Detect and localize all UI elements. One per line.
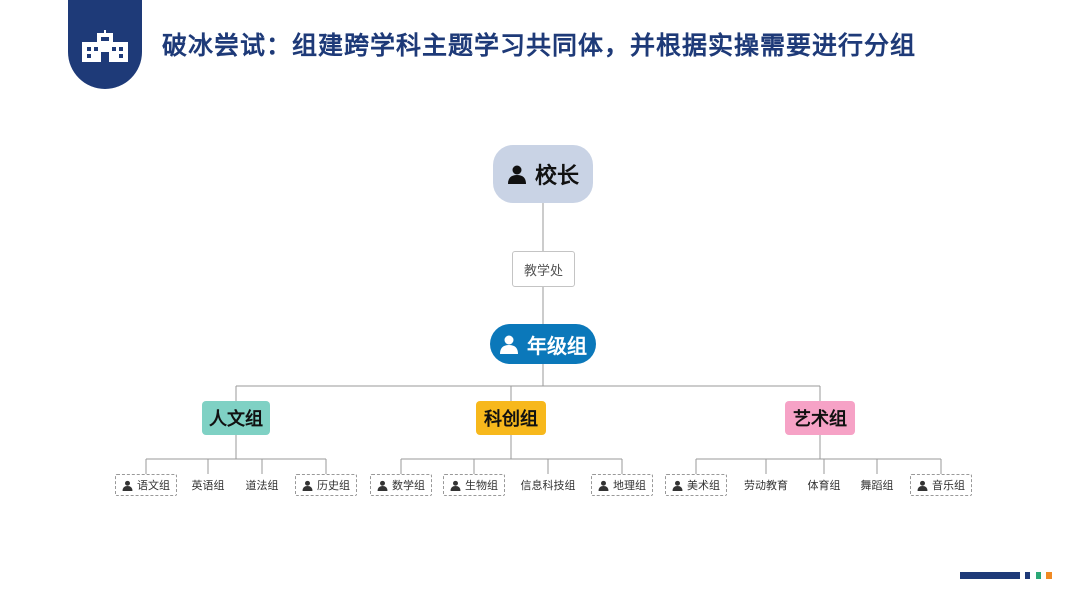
subgroup-node: 地理组 — [591, 474, 653, 496]
principal-node: 校长 — [493, 145, 593, 203]
subgroup-node: 舞蹈组 — [860, 479, 894, 492]
person-icon — [302, 480, 313, 491]
subgroup-node: 音乐组 — [910, 474, 972, 496]
subgroup-node: 信息科技组 — [520, 479, 576, 492]
footer-stripe-green — [1036, 572, 1041, 579]
subgroup-node: 数学组 — [370, 474, 432, 496]
office-node: 教学处 — [512, 251, 575, 287]
footer-stripe-orange — [1046, 572, 1052, 579]
group-label: 科创组 — [484, 409, 538, 430]
grade-group-node: 年级组 — [490, 324, 596, 364]
subgroup-node: 生物组 — [443, 474, 505, 496]
subgroup-node: 体育组 — [807, 479, 841, 492]
person-icon — [672, 480, 683, 491]
page-title: 破冰尝试：组建跨学科主题学习共同体，并根据实操需要进行分组 — [162, 31, 917, 60]
subgroup-node: 英语组 — [191, 479, 225, 492]
footer-stripe-main — [960, 572, 1020, 579]
group-node-humanities: 人文组 — [202, 401, 270, 435]
subgroup-node: 道法组 — [245, 479, 279, 492]
school-building-icon — [82, 30, 128, 62]
person-icon — [122, 480, 133, 491]
title-badge — [68, 0, 142, 89]
principal-label: 校长 — [534, 164, 579, 189]
subgroup-node: 历史组 — [295, 474, 357, 496]
person-icon — [917, 480, 928, 491]
group-node-arts: 艺术组 — [785, 401, 855, 435]
person-icon — [377, 480, 388, 491]
group-node-science: 科创组 — [476, 401, 546, 435]
group-label: 人文组 — [209, 409, 263, 430]
footer-stripe-dot — [1025, 572, 1030, 579]
person-icon — [499, 334, 519, 354]
subgroup-node: 美术组 — [665, 474, 727, 496]
grade-group-label: 年级组 — [527, 333, 587, 358]
subgroup-node: 劳动教育 — [744, 479, 788, 492]
person-icon — [598, 480, 609, 491]
person-icon — [507, 164, 527, 184]
group-label: 艺术组 — [793, 409, 847, 430]
office-label: 教学处 — [523, 263, 563, 279]
person-icon — [450, 480, 461, 491]
subgroup-node: 语文组 — [115, 474, 177, 496]
